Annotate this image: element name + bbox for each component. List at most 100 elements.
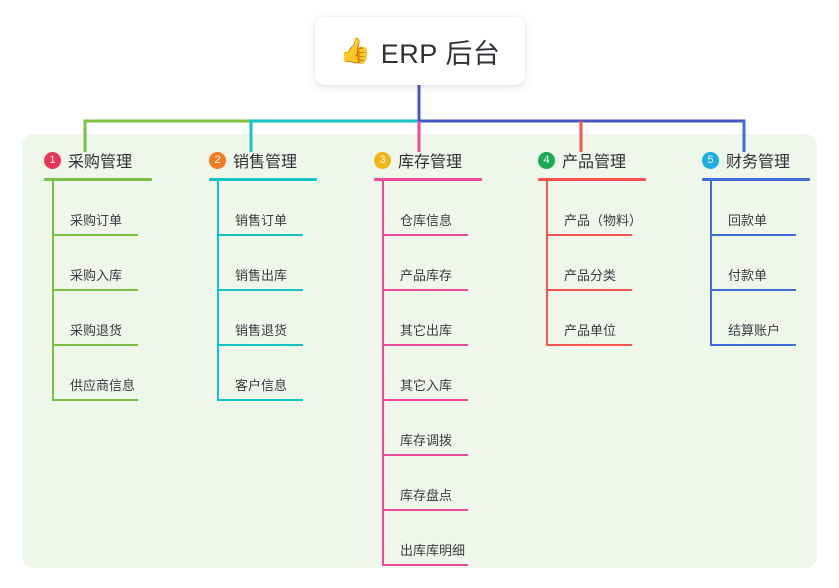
- list-item[interactable]: 销售订单: [217, 181, 339, 236]
- column-title-5: 财务管理: [726, 154, 791, 171]
- list-item-rule: [52, 289, 138, 291]
- list-item-label: 结算账户: [728, 323, 781, 338]
- column-5: 5 财务管理回款单付款单结算账户: [680, 148, 832, 346]
- list-item-rule: [382, 399, 468, 401]
- column-header-3[interactable]: 3 库存管理: [352, 148, 504, 172]
- column-badge-2: 2: [209, 151, 226, 169]
- column-spine-2: [217, 181, 219, 401]
- list-item-label: 其它入库: [400, 378, 453, 393]
- column-header-2[interactable]: 2 销售管理: [187, 148, 339, 172]
- column-spine-1: [52, 181, 54, 401]
- list-item-label: 库存调拨: [400, 433, 453, 448]
- list-item-label: 采购入库: [70, 268, 123, 283]
- root-node-content: 👍 ERP 后台: [340, 32, 501, 71]
- list-item-label: 其它出库: [400, 323, 453, 338]
- list-item[interactable]: 采购入库: [52, 236, 174, 291]
- list-item[interactable]: 客户信息: [217, 346, 339, 401]
- column-title-3: 库存管理: [398, 154, 463, 171]
- list-item-rule: [52, 234, 138, 236]
- list-item-rule: [382, 564, 468, 566]
- column-title-2: 销售管理: [233, 154, 298, 171]
- column-header-rule-4: [538, 178, 646, 181]
- list-item-label: 客户信息: [235, 378, 288, 393]
- column-badge-1: 1: [44, 151, 61, 169]
- column-spine-4: [546, 181, 548, 346]
- column-items-1: 采购订单采购入库采购退货供应商信息: [52, 181, 174, 401]
- column-items-5: 回款单付款单结算账户: [710, 181, 832, 346]
- list-item-label: 采购订单: [70, 213, 123, 228]
- column-items-2: 销售订单销售出库销售退货客户信息: [217, 181, 339, 401]
- root-title: ERP 后台: [380, 38, 501, 69]
- list-item[interactable]: 产品（物料）: [546, 181, 668, 236]
- column-2: 2 销售管理销售订单销售出库销售退货客户信息: [187, 148, 339, 401]
- list-item-label: 采购退货: [70, 323, 123, 338]
- column-spine-3: [382, 181, 384, 566]
- list-item-rule: [710, 234, 796, 236]
- list-item[interactable]: 采购退货: [52, 291, 174, 346]
- list-item-rule: [217, 289, 303, 291]
- list-item[interactable]: 库存盘点: [382, 456, 504, 511]
- list-item-rule: [52, 399, 138, 401]
- list-item-rule: [217, 399, 303, 401]
- list-item-rule: [382, 289, 468, 291]
- column-3: 3 库存管理仓库信息产品库存其它出库其它入库库存调拨库存盘点出库库明细: [352, 148, 504, 566]
- list-item[interactable]: 采购订单: [52, 181, 174, 236]
- column-header-4[interactable]: 4 产品管理: [516, 148, 668, 172]
- list-item-label: 供应商信息: [70, 378, 136, 393]
- column-items-3: 仓库信息产品库存其它出库其它入库库存调拨库存盘点出库库明细: [382, 181, 504, 566]
- list-item[interactable]: 回款单: [710, 181, 832, 236]
- list-item-rule: [382, 234, 468, 236]
- root-node-card[interactable]: 👍 ERP 后台: [315, 17, 525, 85]
- list-item-rule: [382, 509, 468, 511]
- list-item[interactable]: 出库库明细: [382, 511, 504, 566]
- list-item-label: 出库库明细: [400, 543, 466, 558]
- list-item[interactable]: 销售出库: [217, 236, 339, 291]
- column-title-4: 产品管理: [562, 154, 627, 171]
- list-item-label: 产品单位: [564, 323, 617, 338]
- column-header-5[interactable]: 5 财务管理: [680, 148, 832, 172]
- column-header-rule-3: [374, 178, 482, 181]
- column-header-rule-5: [702, 178, 810, 181]
- list-item-rule: [382, 454, 468, 456]
- list-item[interactable]: 产品分类: [546, 236, 668, 291]
- list-item-label: 产品库存: [400, 268, 453, 283]
- content-panel: [22, 134, 817, 568]
- list-item-rule: [546, 234, 632, 236]
- list-item-rule: [217, 234, 303, 236]
- list-item[interactable]: 结算账户: [710, 291, 832, 346]
- list-item[interactable]: 其它出库: [382, 291, 504, 346]
- list-item-label: 产品（物料）: [564, 213, 643, 228]
- list-item-label: 仓库信息: [400, 213, 453, 228]
- list-item[interactable]: 销售退货: [217, 291, 339, 346]
- list-item[interactable]: 库存调拨: [382, 401, 504, 456]
- thumbs-up-icon: 👍: [339, 36, 371, 65]
- list-item[interactable]: 供应商信息: [52, 346, 174, 401]
- list-item[interactable]: 付款单: [710, 236, 832, 291]
- list-item-label: 销售退货: [235, 323, 288, 338]
- column-badge-4: 4: [538, 151, 555, 169]
- list-item-label: 产品分类: [564, 268, 617, 283]
- column-items-4: 产品（物料） 产品分类产品单位: [546, 181, 668, 346]
- list-item[interactable]: 其它入库: [382, 346, 504, 401]
- list-item[interactable]: 产品库存: [382, 236, 504, 291]
- list-item-rule: [217, 344, 303, 346]
- list-item-label: 付款单: [728, 268, 768, 283]
- column-header-rule-2: [209, 178, 317, 181]
- list-item-rule: [546, 289, 632, 291]
- column-header-rule-1: [44, 178, 152, 181]
- column-4: 4 产品管理产品（物料） 产品分类产品单位: [516, 148, 668, 346]
- list-item-label: 销售订单: [235, 213, 288, 228]
- list-item-label: 销售出库: [235, 268, 288, 283]
- list-item[interactable]: 仓库信息: [382, 181, 504, 236]
- list-item[interactable]: 产品单位: [546, 291, 668, 346]
- list-item-rule: [546, 344, 632, 346]
- list-item-rule: [52, 344, 138, 346]
- column-spine-5: [710, 181, 712, 346]
- column-badge-3: 3: [374, 151, 391, 169]
- list-item-rule: [382, 344, 468, 346]
- column-badge-5: 5: [702, 151, 719, 169]
